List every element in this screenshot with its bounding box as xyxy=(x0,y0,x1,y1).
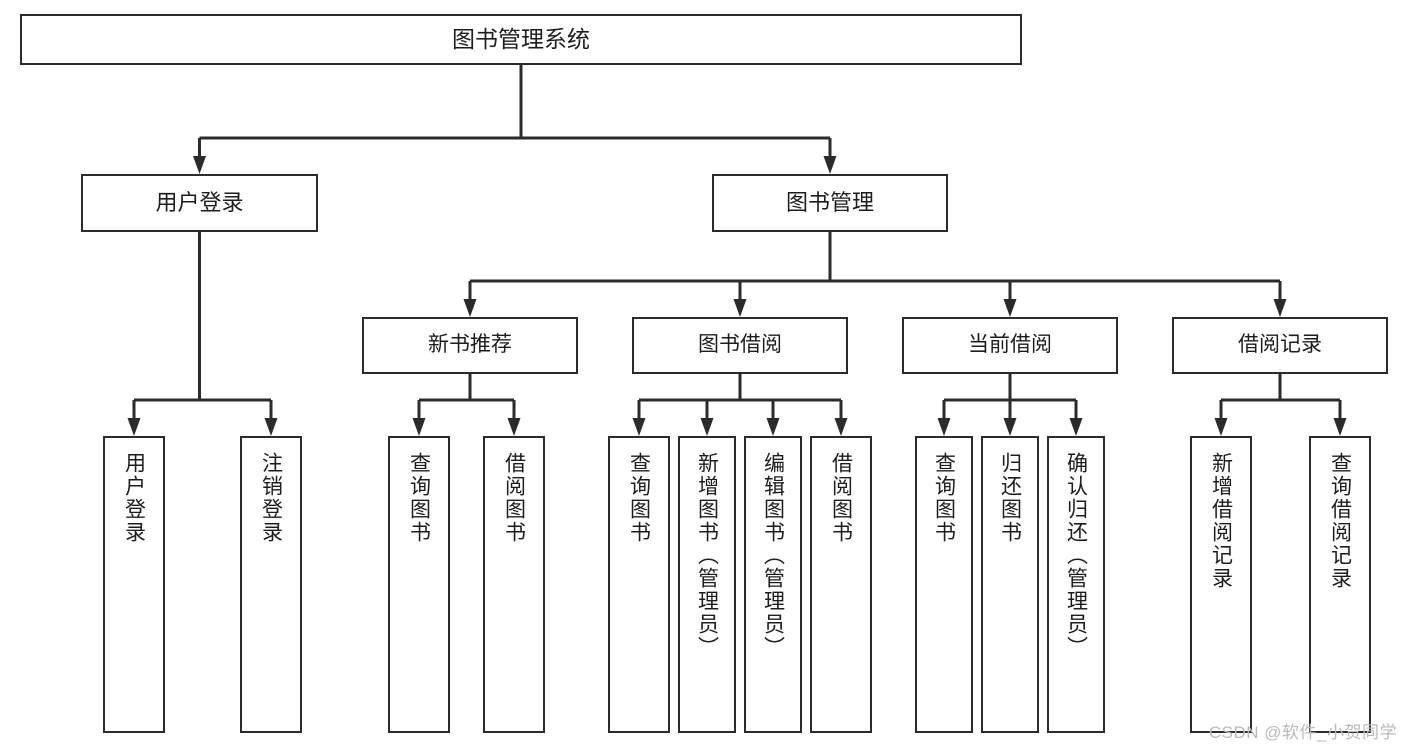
node-label: 编辑图书（管理员） xyxy=(761,452,785,659)
node-root[interactable]: 图书管理系统 xyxy=(20,14,1022,65)
node-leaf-user-login[interactable]: 用户登录 xyxy=(103,436,165,733)
node-book-borrow[interactable]: 图书借阅 xyxy=(632,317,848,374)
node-label: 借阅记录 xyxy=(1238,333,1322,357)
node-leaf-add-record[interactable]: 新增借阅记录 xyxy=(1190,436,1252,733)
node-label: 借阅图书 xyxy=(829,452,853,544)
node-user-login[interactable]: 用户登录 xyxy=(81,174,318,232)
node-leaf-add-book[interactable]: 新增图书（管理员） xyxy=(678,436,736,733)
watermark: CSDN @软件_小贺同学 xyxy=(1208,723,1397,742)
node-label: 查询图书 xyxy=(932,452,956,544)
node-leaf-borrow-book-rec[interactable]: 借阅图书 xyxy=(483,436,545,733)
node-label: 当前借阅 xyxy=(968,333,1052,357)
node-book-manage[interactable]: 图书管理 xyxy=(712,174,948,232)
node-leaf-query-record[interactable]: 查询借阅记录 xyxy=(1309,436,1371,733)
node-leaf-user-logout[interactable]: 注销登录 xyxy=(240,436,302,733)
node-label: 注销登录 xyxy=(259,452,283,544)
node-label: 查询图书 xyxy=(627,452,651,544)
node-leaf-confirm-return[interactable]: 确认归还（管理员） xyxy=(1047,436,1105,733)
node-label: 归还图书 xyxy=(998,452,1022,544)
node-current-borrow[interactable]: 当前借阅 xyxy=(902,317,1118,374)
node-label: 用户登录 xyxy=(155,190,244,216)
node-label: 新增图书（管理员） xyxy=(695,452,719,659)
node-leaf-query-book-cur[interactable]: 查询图书 xyxy=(915,436,973,733)
node-label: 确认归还（管理员） xyxy=(1064,452,1088,659)
node-leaf-query-book-borrow[interactable]: 查询图书 xyxy=(608,436,670,733)
node-label: 用户登录 xyxy=(122,452,146,544)
node-label: 新增借阅记录 xyxy=(1209,452,1233,590)
node-label: 查询借阅记录 xyxy=(1328,452,1352,590)
node-leaf-edit-book[interactable]: 编辑图书（管理员） xyxy=(744,436,802,733)
node-label: 借阅图书 xyxy=(502,452,526,544)
node-label: 图书借阅 xyxy=(698,333,782,357)
node-leaf-query-book-rec[interactable]: 查询图书 xyxy=(388,436,450,733)
node-label: 查询图书 xyxy=(407,452,431,544)
node-borrow-record[interactable]: 借阅记录 xyxy=(1172,317,1388,374)
node-label: 图书管理 xyxy=(785,190,874,216)
node-new-book-rec[interactable]: 新书推荐 xyxy=(362,317,578,374)
node-leaf-return-book[interactable]: 归还图书 xyxy=(981,436,1039,733)
node-label: 新书推荐 xyxy=(428,333,512,357)
node-label: 图书管理系统 xyxy=(452,26,590,53)
node-leaf-borrow-book[interactable]: 借阅图书 xyxy=(810,436,872,733)
